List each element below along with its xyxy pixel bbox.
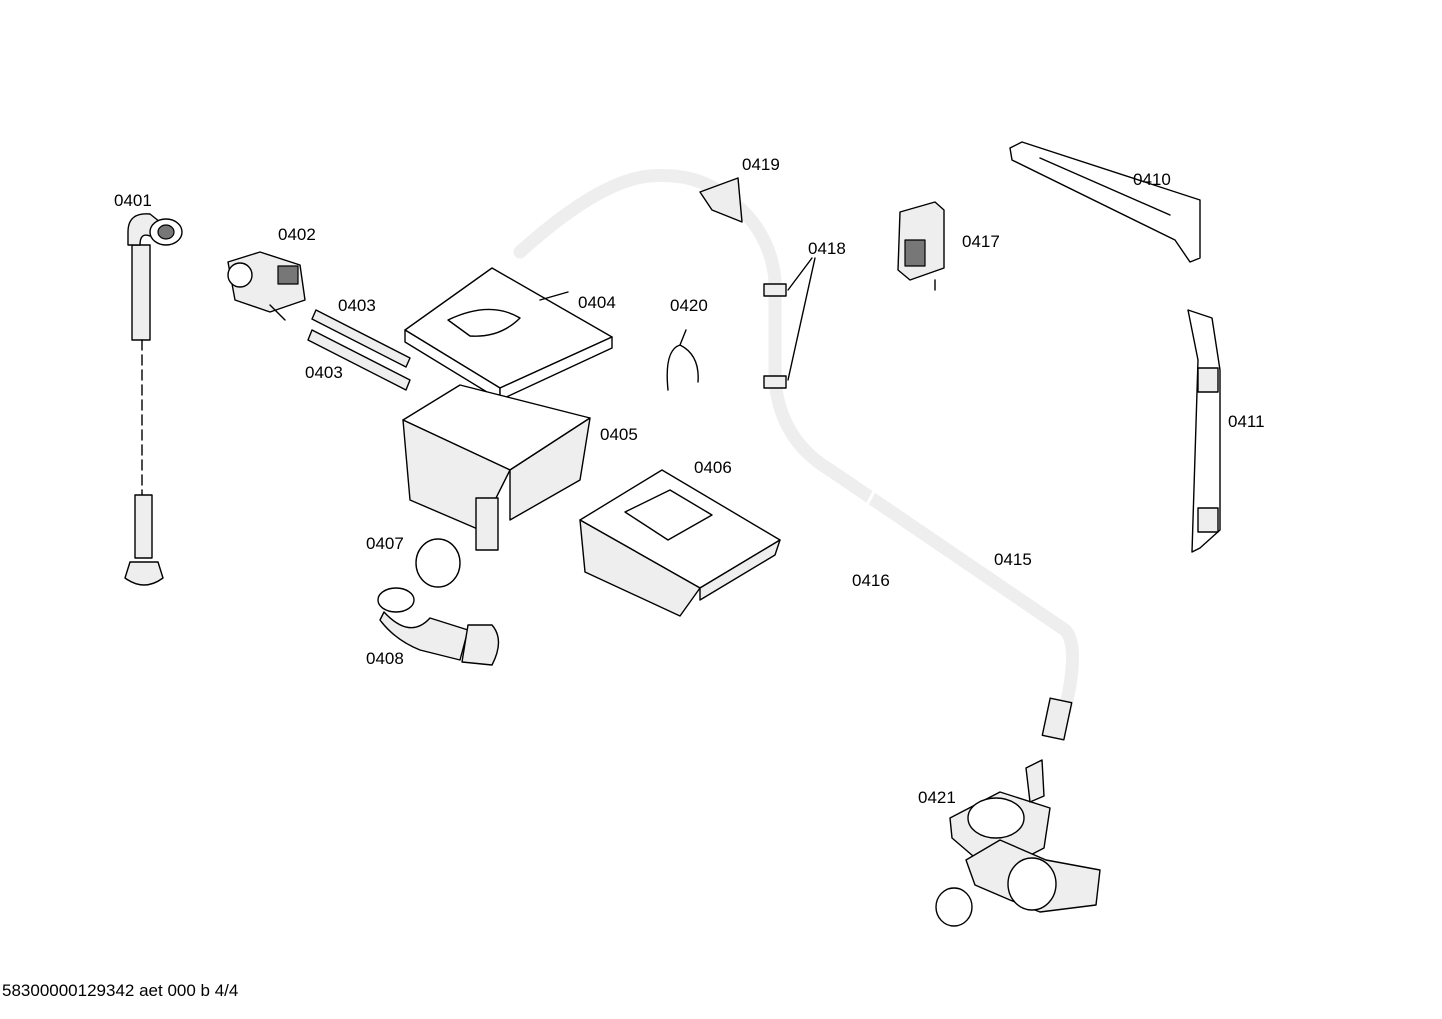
label-0406: 0406 <box>694 458 732 477</box>
label-0421: 0421 <box>918 788 956 807</box>
part-0405-drawer-housing <box>402 384 591 551</box>
label-0416: 0416 <box>852 571 890 590</box>
label-0405: 0405 <box>600 425 638 444</box>
part-0420-clip <box>666 329 699 391</box>
part-0404-lid <box>404 267 613 401</box>
document-id-footer: 58300000129342 aet 000 b 4/4 <box>2 981 239 1000</box>
label-0407: 0407 <box>366 534 404 553</box>
part-0417-pressure-switch <box>897 201 945 291</box>
part-0418-clamps <box>763 257 816 389</box>
label-0403-lower: 0403 <box>305 363 343 382</box>
label-0410: 0410 <box>1133 170 1171 189</box>
part-0401-inlet-hose <box>124 213 183 586</box>
label-0402: 0402 <box>278 225 316 244</box>
part-0415-drain-hose <box>513 169 1079 741</box>
part-0403-tubes <box>307 309 411 391</box>
label-0401: 0401 <box>114 191 152 210</box>
part-0407-seal-ring <box>415 538 461 588</box>
part-0419-bracket <box>699 177 743 223</box>
label-0415: 0415 <box>994 550 1032 569</box>
part-0416-pressure-hose <box>760 310 937 708</box>
label-0411: 0411 <box>1228 412 1265 431</box>
part-0410-rail <box>1009 141 1201 263</box>
label-0408: 0408 <box>366 649 404 668</box>
label-0420: 0420 <box>670 296 708 315</box>
part-0402-valve <box>227 251 306 321</box>
part-0411-bracket <box>1187 309 1221 553</box>
label-0404: 0404 <box>578 293 616 312</box>
label-0403-upper: 0403 <box>338 296 376 315</box>
label-0418: 0418 <box>808 239 846 258</box>
label-0419: 0419 <box>742 155 780 174</box>
part-0406-dispenser-drawer <box>579 469 781 617</box>
part-0421-drain-pump <box>935 759 1101 927</box>
part-0408-bellows-hose <box>377 587 500 666</box>
label-0417: 0417 <box>962 232 1000 251</box>
